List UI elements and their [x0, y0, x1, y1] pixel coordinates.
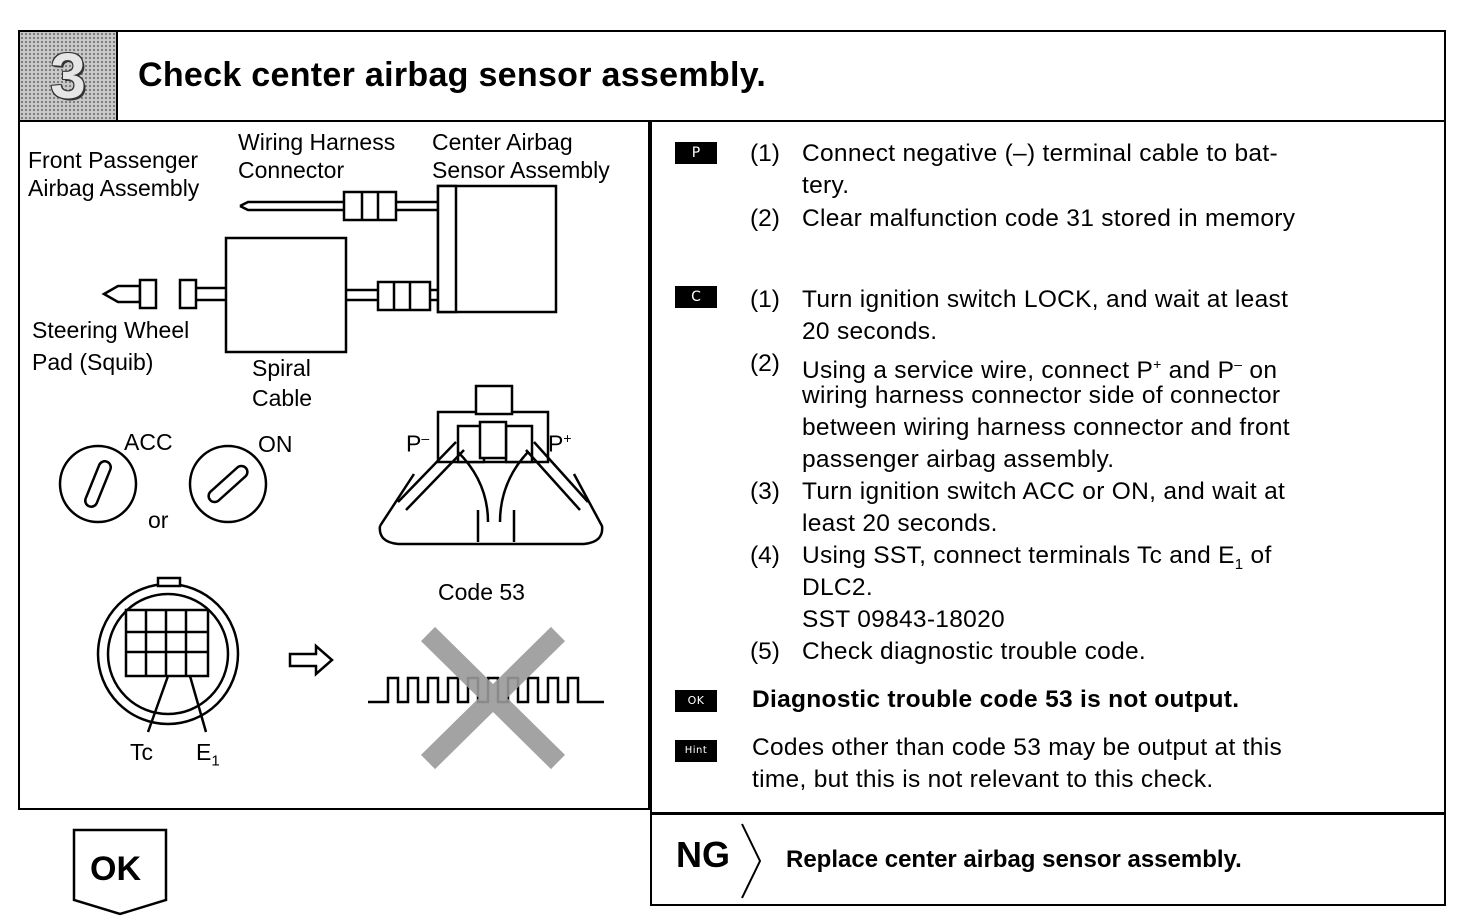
ng-divider — [650, 813, 1446, 815]
label-sensor-assembly: Sensor Assembly — [432, 157, 610, 183]
tag-ok: OK — [675, 690, 717, 712]
ng-action-text: Replace center airbag sensor assembly. — [786, 846, 1242, 873]
label-p-plus: P+ — [548, 430, 572, 457]
c-step-4-line-3: SST 09843-18020 — [802, 606, 1005, 633]
label-front-passenger: Front Passenger — [28, 147, 199, 173]
c-step-1-line-2: 20 seconds. — [802, 318, 938, 345]
c-step-2-line-1: Using a service wire, connect P+ and P– … — [802, 356, 1278, 385]
diagram-panel — [18, 122, 650, 810]
label-wiring-harness: Wiring Harness — [238, 129, 396, 155]
c-step-3-number: (3) — [750, 478, 780, 505]
p-step-2-line-1: Clear malfunction code 31 stored in memo… — [802, 205, 1296, 232]
tag-c: C — [675, 286, 717, 308]
step-number: 3 — [50, 40, 86, 112]
p-step-1-line-2: tery. — [802, 172, 850, 199]
ng-chevron-icon — [741, 823, 762, 899]
label-airbag-assembly: Airbag Assembly — [28, 175, 200, 201]
label-acc: ACC — [124, 429, 173, 455]
label-connector: Connector — [238, 157, 345, 183]
c-step-3-line-2: least 20 seconds. — [802, 510, 998, 537]
c-step-1-number: (1) — [750, 286, 780, 313]
c-step-1-line-1: Turn ignition switch LOCK, and wait at l… — [802, 286, 1289, 313]
tag-hint: Hint — [675, 740, 717, 762]
tag-p: P — [675, 142, 717, 164]
p-step-2-number: (2) — [750, 205, 780, 232]
step-header — [18, 30, 1446, 122]
label-on: ON — [258, 431, 293, 457]
label-or: or — [148, 507, 169, 533]
c-step-4-line-1: Using SST, connect terminals Tc and E1 o… — [802, 542, 1272, 573]
label-center-airbag: Center Airbag — [432, 129, 573, 155]
label-code-53: Code 53 — [438, 579, 525, 605]
p-step-1-line-1: Connect negative (–) terminal cable to b… — [802, 140, 1278, 167]
hint-line-1: Codes other than code 53 may be output a… — [752, 734, 1282, 761]
label-pad-squib: Pad (Squib) — [32, 349, 154, 375]
label-steering-wheel: Steering Wheel — [32, 317, 190, 343]
step-title: Check center airbag sensor assembly. — [138, 56, 767, 94]
label-cable: Cable — [252, 385, 313, 411]
label-spiral: Spiral — [252, 355, 311, 381]
ok-box-outline — [72, 828, 168, 916]
wiring-diagram — [58, 184, 604, 770]
c-step-2-line-2: wiring harness connector side of connect… — [802, 382, 1281, 409]
hint-line-2: time, but this is not relevant to this c… — [752, 766, 1214, 793]
c-step-2-line-4: passenger airbag assembly. — [802, 446, 1115, 473]
ng-label: NG — [676, 834, 730, 875]
c-step-2-line-3: between wiring harness connector and fro… — [802, 414, 1290, 441]
label-p-minus: P– — [406, 430, 430, 457]
ng-box — [650, 814, 1446, 906]
ok-result-text: Diagnostic trouble code 53 is not output… — [752, 686, 1240, 713]
c-step-4-number: (4) — [750, 542, 780, 569]
label-tc: Tc — [130, 739, 153, 765]
label-e1: E1 — [196, 739, 220, 770]
c-step-2-number: (2) — [750, 350, 780, 377]
ok-box-label: OK — [90, 850, 141, 888]
p-step-1-number: (1) — [750, 140, 780, 167]
step-number-badge: 3 — [20, 32, 118, 120]
c-step-4-line-2: DLC2. — [802, 574, 873, 601]
c-step-5-line-1: Check diagnostic trouble code. — [802, 638, 1147, 665]
c-step-5-number: (5) — [750, 638, 780, 665]
c-step-3-line-1: Turn ignition switch ACC or ON, and wait… — [802, 478, 1286, 505]
